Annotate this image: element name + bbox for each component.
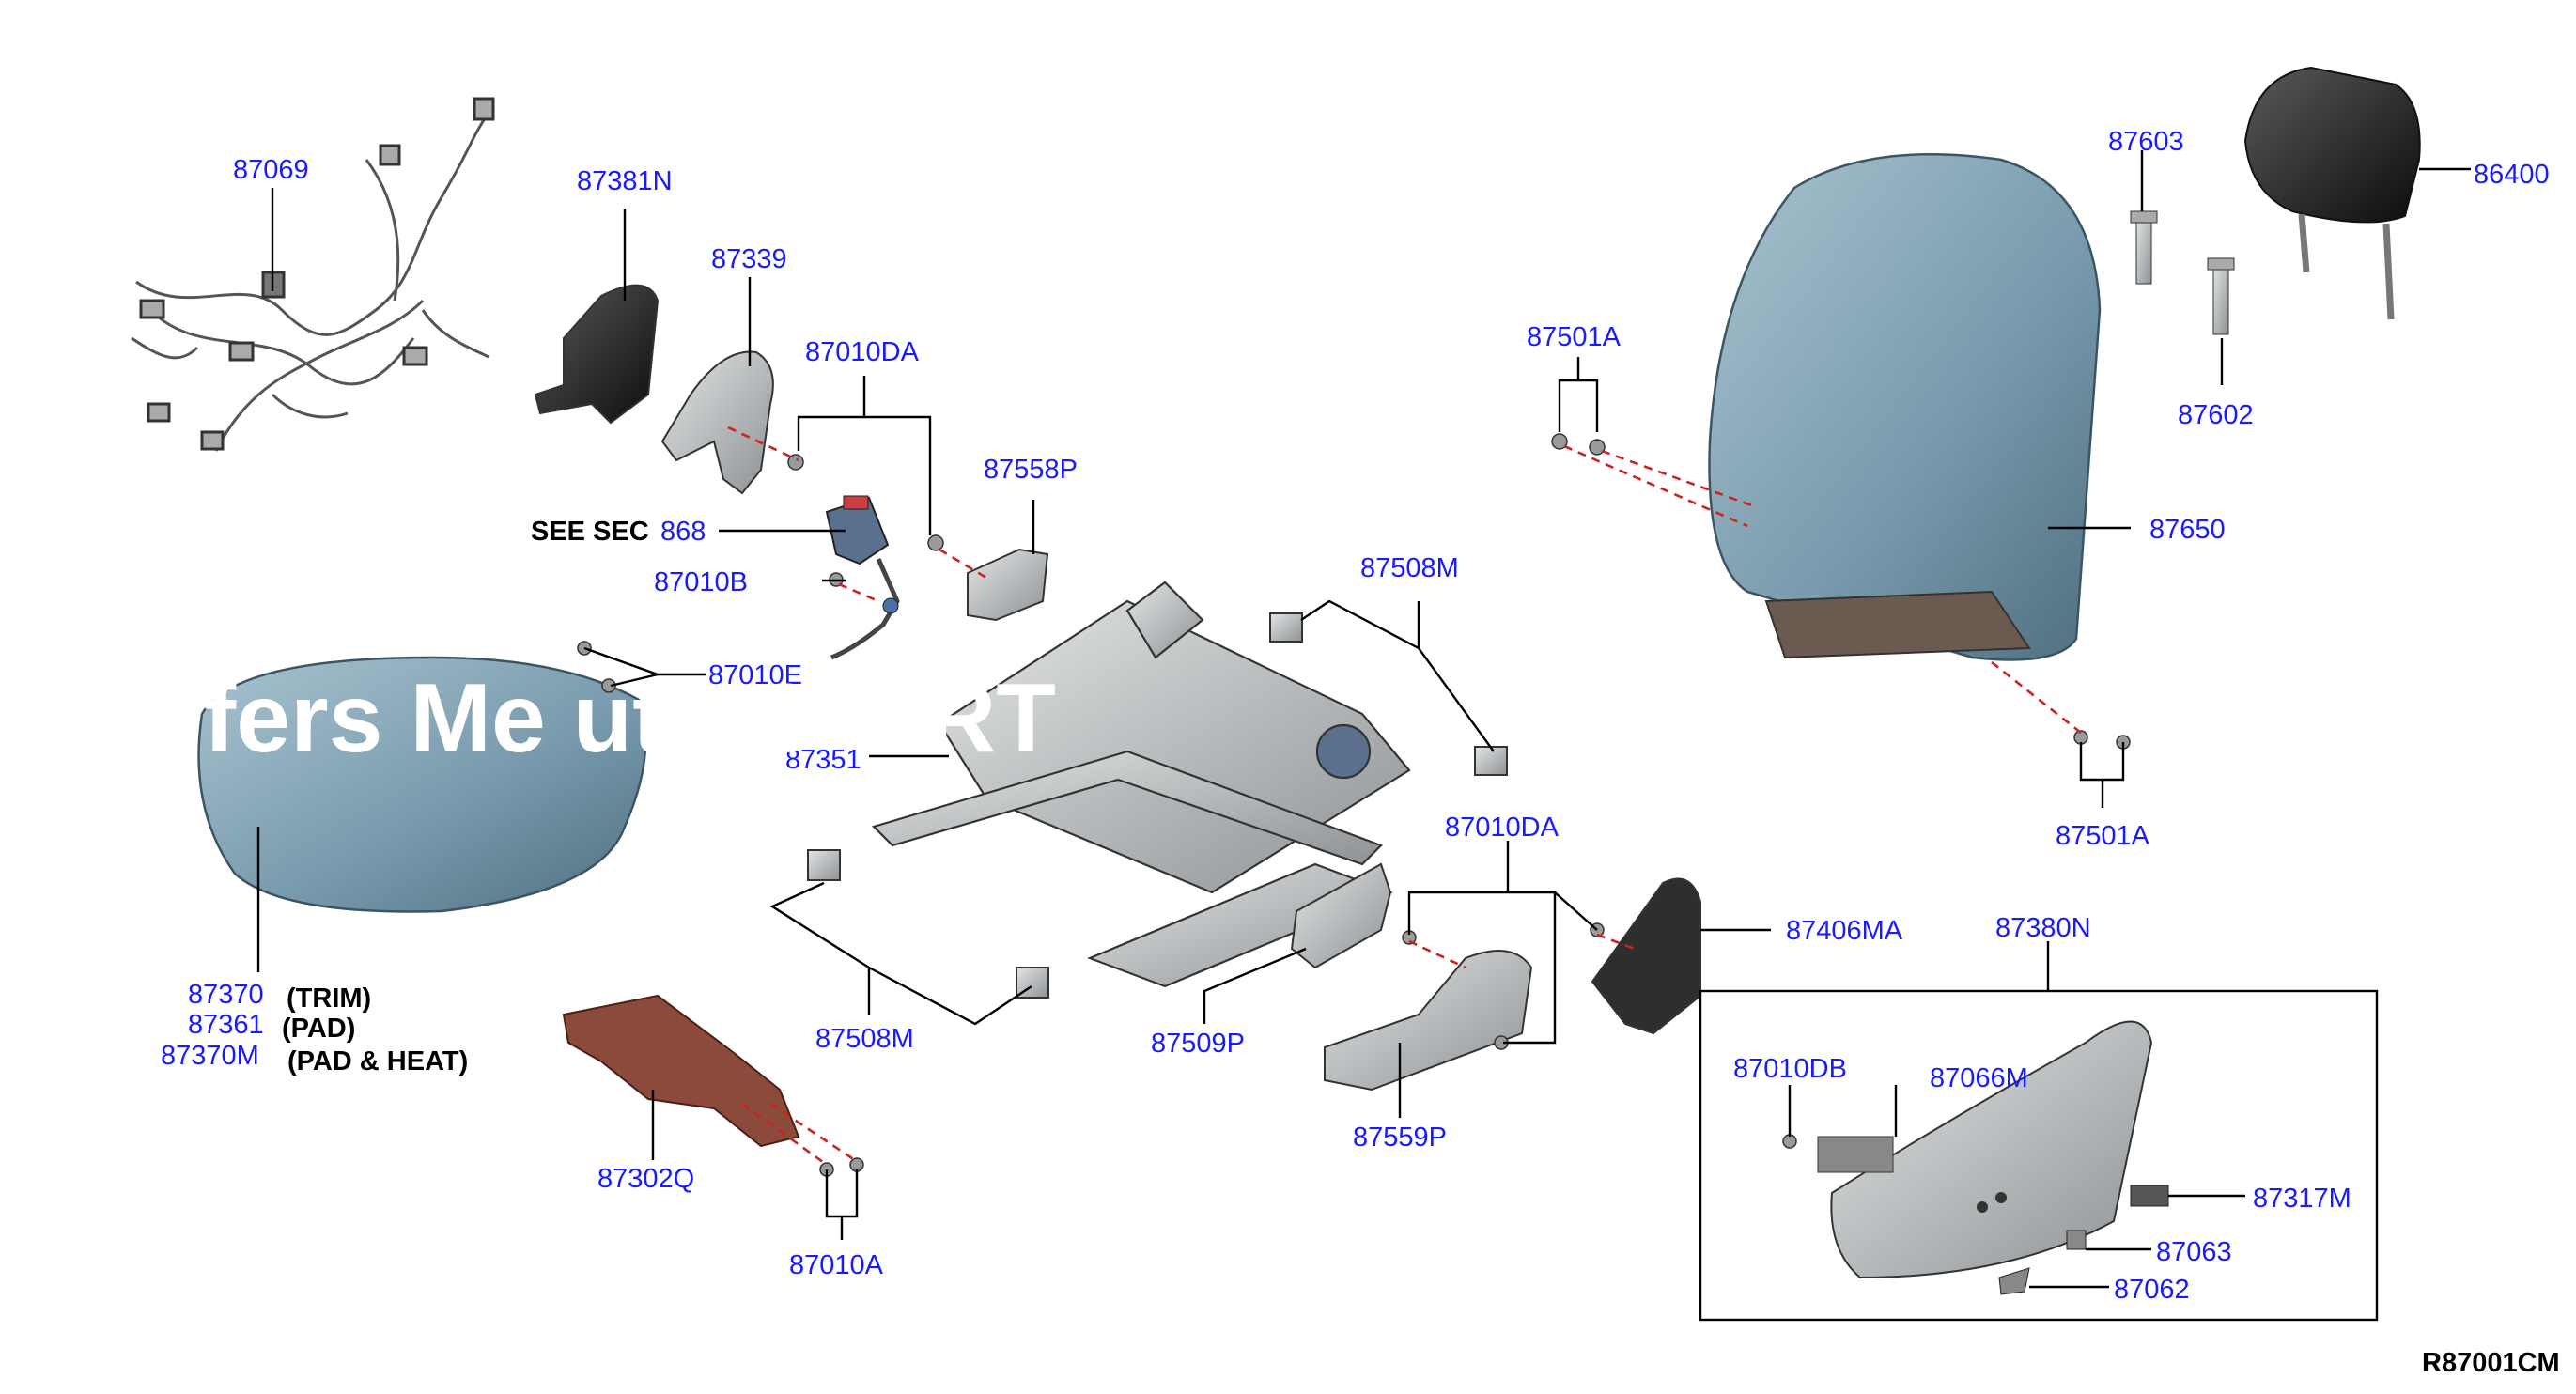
clips-87508M-top xyxy=(1269,612,1508,776)
label-87501A-top: 87501A xyxy=(1527,322,1622,352)
label-87010A: 87010A xyxy=(789,1250,884,1280)
clips-87508M-bottom xyxy=(807,849,1049,999)
label-87650: 87650 xyxy=(2149,515,2226,545)
label-87010DA-mid: 87010DA xyxy=(1445,813,1560,843)
side-shield-87380N xyxy=(1817,1020,2169,1295)
headrest-guide-87603 xyxy=(2130,210,2158,285)
seat-back-87650 xyxy=(1708,153,2102,661)
label-87370M: 87370M xyxy=(161,1041,259,1071)
label-pad: (PAD) xyxy=(282,1014,355,1044)
label-87010DA-top: 87010DA xyxy=(805,337,920,367)
label-87508M-top: 87508M xyxy=(1360,553,1459,583)
cover-87558P xyxy=(967,548,1049,622)
label-87602: 87602 xyxy=(2178,400,2254,430)
reference-code: R87001CM xyxy=(2422,1348,2560,1378)
label-87351: 87351 xyxy=(785,745,861,775)
label-87010DB: 87010DB xyxy=(1733,1054,1847,1084)
watermark: ffers Me uto S s RT xyxy=(171,664,1056,773)
seatbelt-buckle xyxy=(825,495,900,660)
side-cover-87559P xyxy=(1324,950,1533,1092)
label-87501A-bottom: 87501A xyxy=(2056,821,2150,851)
seat-frame-87351 xyxy=(871,581,1411,988)
switch-87406MA xyxy=(1591,877,1701,1035)
headrest-guide-87602 xyxy=(2207,257,2235,335)
label-pad-heat: (PAD & HEAT) xyxy=(287,1046,468,1076)
label-see-sec-number: 868 xyxy=(660,517,706,547)
label-87010E: 87010E xyxy=(708,660,802,690)
label-87380N: 87380N xyxy=(1995,913,2091,943)
label-87317M: 87317M xyxy=(2253,1184,2351,1214)
label-87509P: 87509P xyxy=(1151,1029,1245,1059)
label-87370: 87370 xyxy=(188,980,264,1010)
label-see-sec: SEE SEC xyxy=(531,517,649,547)
label-87062: 87062 xyxy=(2114,1275,2190,1305)
bracket-87302Q xyxy=(562,994,800,1148)
label-87063: 87063 xyxy=(2156,1237,2232,1267)
label-87603: 87603 xyxy=(2108,127,2184,157)
label-87069: 87069 xyxy=(233,155,309,185)
seat-cover-87381N xyxy=(534,284,660,425)
label-87302Q: 87302Q xyxy=(597,1164,694,1194)
assembly-lines xyxy=(727,426,2082,1167)
label-87361: 87361 xyxy=(188,1010,264,1040)
label-87508M-bottom: 87508M xyxy=(815,1024,914,1054)
seat-back-lower-trim xyxy=(1764,590,2031,659)
leader-lines xyxy=(256,150,2471,1322)
headrest-86400 xyxy=(2243,66,2421,320)
wiring-harness-87069 xyxy=(131,97,495,452)
label-86400: 86400 xyxy=(2474,160,2550,190)
label-trim: (TRIM) xyxy=(287,984,371,1014)
screws xyxy=(577,433,2131,1177)
label-87406MA: 87406MA xyxy=(1786,916,1903,946)
label-87558P: 87558P xyxy=(984,455,1078,485)
label-87010B: 87010B xyxy=(654,567,748,597)
bracket-87339 xyxy=(660,350,774,495)
label-87559P: 87559P xyxy=(1353,1123,1447,1153)
rail-cover-87509P xyxy=(1290,862,1392,969)
seat-cushion-87370 xyxy=(197,656,647,913)
label-87066M: 87066M xyxy=(1930,1063,2028,1093)
label-87339: 87339 xyxy=(711,244,787,274)
label-87381N: 87381N xyxy=(577,166,673,196)
